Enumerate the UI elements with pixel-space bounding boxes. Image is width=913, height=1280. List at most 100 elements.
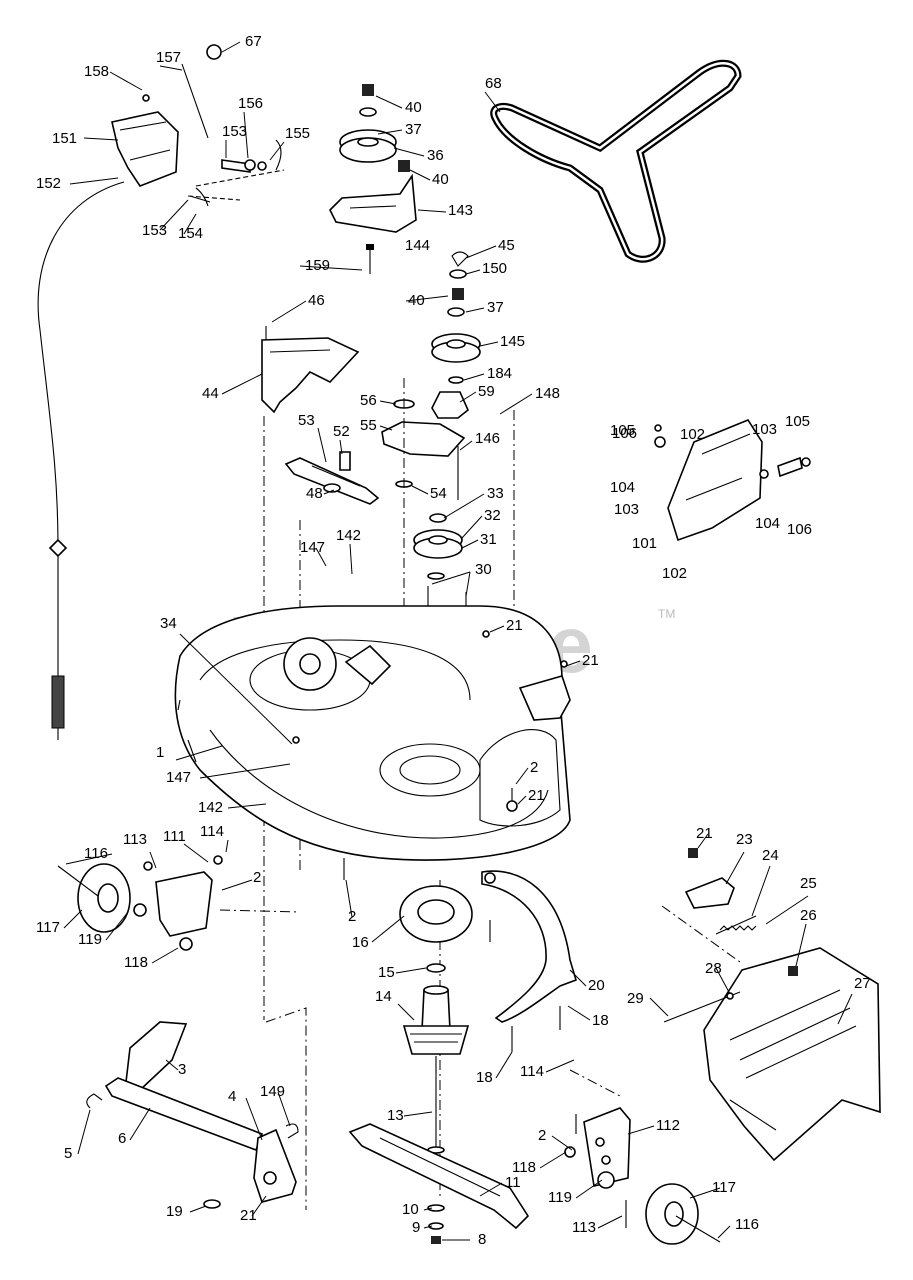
part-label-105: 105 xyxy=(610,422,635,439)
part-label-102: 102 xyxy=(680,426,705,443)
part-label-28: 28 xyxy=(705,960,722,977)
part-label-104: 104 xyxy=(755,515,780,532)
leader-line xyxy=(689,1187,721,1199)
stabilizer-bar xyxy=(481,870,577,1023)
part-label-114: 114 xyxy=(520,1063,544,1080)
part-label-30: 30 xyxy=(475,561,492,578)
leader-line xyxy=(159,199,189,231)
leader-line xyxy=(479,1182,503,1197)
part-label-59: 59 xyxy=(478,383,495,400)
leader-line xyxy=(489,625,505,633)
part-label-153: 153 xyxy=(142,222,167,239)
part-label-52: 52 xyxy=(333,423,350,440)
part-label-20: 20 xyxy=(588,977,605,994)
gauge-wheel-right xyxy=(564,1107,721,1245)
part-label-149: 149 xyxy=(260,1083,285,1100)
part-label-103: 103 xyxy=(614,501,639,518)
part-label-184: 184 xyxy=(487,365,512,382)
leader-line xyxy=(465,245,497,259)
part-label-25: 25 xyxy=(800,875,817,892)
leader-line xyxy=(795,923,807,967)
part-label-156: 156 xyxy=(238,95,263,112)
part-label-37: 37 xyxy=(405,121,422,138)
part-label-116: 116 xyxy=(735,1216,759,1233)
leader-line xyxy=(277,1091,291,1127)
part-label-142: 142 xyxy=(198,799,223,816)
part-label-151: 151 xyxy=(52,130,77,147)
part-label-40: 40 xyxy=(432,171,449,188)
leader-line xyxy=(299,265,363,271)
gauge-wheel-left xyxy=(57,855,223,951)
leader-line xyxy=(423,1225,433,1229)
lift-cable xyxy=(37,181,125,740)
leader-line xyxy=(179,633,293,745)
leader-line xyxy=(431,571,471,585)
leader-line xyxy=(569,969,587,987)
leader-line xyxy=(459,391,477,403)
part-label-157: 157 xyxy=(156,49,181,66)
leader-line xyxy=(175,745,223,761)
leader-line xyxy=(371,915,405,943)
part-label-119: 119 xyxy=(78,931,102,948)
leader-line xyxy=(465,269,481,275)
leader-line xyxy=(83,137,119,141)
leader-line xyxy=(409,169,431,181)
leader-line xyxy=(105,911,129,941)
spindle-assembly xyxy=(399,885,473,1154)
chute-bracket xyxy=(663,848,798,1023)
lift-linkage xyxy=(86,1021,299,1209)
part-label-16: 16 xyxy=(352,934,369,951)
leader-line xyxy=(443,493,485,519)
leader-line xyxy=(627,1125,655,1135)
leader-lines xyxy=(63,41,853,1241)
part-label-111: 111 xyxy=(163,828,186,845)
part-label-2: 2 xyxy=(530,759,538,776)
part-label-36: 36 xyxy=(427,147,444,164)
leader-line xyxy=(397,1003,415,1021)
part-label-106: 106 xyxy=(612,425,637,442)
leader-line xyxy=(411,485,429,495)
part-label-105: 105 xyxy=(785,413,810,430)
part-label-10: 10 xyxy=(402,1201,419,1218)
part-label-102: 102 xyxy=(662,565,687,582)
leader-line xyxy=(465,307,485,313)
part-label-13: 13 xyxy=(387,1107,404,1124)
leader-line xyxy=(465,571,471,597)
leader-line xyxy=(837,993,853,1025)
leader-line xyxy=(317,427,327,463)
idler-arm xyxy=(284,451,380,505)
leader-line xyxy=(515,767,529,785)
leader-line xyxy=(567,1005,591,1021)
leader-line xyxy=(151,947,179,964)
part-label-18: 18 xyxy=(476,1069,493,1086)
leader-line xyxy=(189,1205,207,1213)
leader-line xyxy=(183,843,209,863)
cutting-blade xyxy=(348,1123,530,1230)
leader-line xyxy=(129,1107,151,1141)
leader-line xyxy=(379,400,397,405)
part-label-146: 146 xyxy=(475,430,500,447)
part-label-144: 144 xyxy=(405,237,430,254)
leader-line xyxy=(459,440,473,451)
part-label-34: 34 xyxy=(160,615,177,632)
part-label-118: 118 xyxy=(512,1159,536,1176)
leader-line xyxy=(199,763,291,779)
part-label-158: 158 xyxy=(84,63,109,80)
leader-line xyxy=(221,41,241,53)
leader-line xyxy=(375,95,403,109)
leader-line xyxy=(65,853,113,865)
part-label-143: 143 xyxy=(448,202,473,219)
part-label-23: 23 xyxy=(736,831,753,848)
part-label-153: 153 xyxy=(222,123,247,140)
leader-line xyxy=(165,1059,179,1071)
part-label-32: 32 xyxy=(484,507,501,524)
part-label-5: 5 xyxy=(64,1145,72,1162)
v-belt xyxy=(490,59,742,263)
leader-line xyxy=(417,209,447,213)
leader-line xyxy=(315,547,327,567)
part-label-45: 45 xyxy=(498,237,515,254)
part-label-21: 21 xyxy=(582,652,599,669)
part-label-44: 44 xyxy=(202,385,219,402)
leader-line xyxy=(479,341,499,347)
part-label-27: 27 xyxy=(854,975,871,992)
